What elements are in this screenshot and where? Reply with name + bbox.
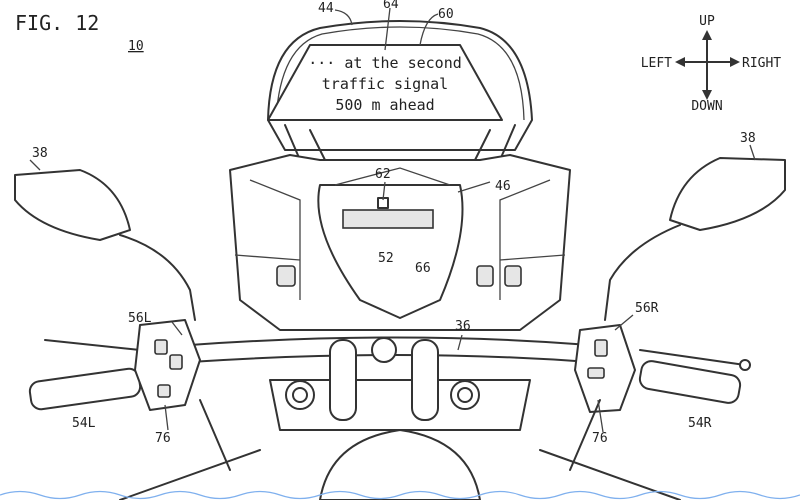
hud-message-line3: 500 m ahead — [335, 96, 434, 114]
ref-46: 46 — [495, 179, 511, 194]
ref-main: 10 — [128, 39, 144, 54]
switch-box-left[interactable] — [134, 319, 201, 411]
meter-display — [342, 209, 434, 229]
grip-left[interactable] — [28, 367, 142, 411]
ref-56L: 56L — [128, 311, 152, 326]
ref-62: 62 — [375, 167, 391, 182]
ref-36: 36 — [455, 319, 471, 334]
ref-44: 44 — [318, 1, 334, 16]
ref-64: 64 — [383, 0, 399, 12]
direction-arrows — [679, 34, 736, 96]
mirror-right — [669, 157, 786, 231]
ref-54L: 54L — [72, 416, 96, 431]
dir-up: UP — [699, 14, 715, 29]
dir-left: LEFT — [641, 56, 672, 71]
ref-56R: 56R — [635, 301, 659, 316]
dir-right: RIGHT — [742, 56, 781, 71]
grip-right[interactable] — [638, 360, 742, 405]
dir-down: DOWN — [691, 99, 722, 114]
ref-60: 60 — [438, 7, 454, 22]
ref-66: 66 — [415, 261, 431, 276]
ref-54R: 54R — [688, 416, 712, 431]
switch-box-right[interactable] — [574, 324, 636, 413]
ref-76-right: 76 — [592, 431, 608, 446]
mirror-left — [14, 169, 131, 241]
hud-message-line1: ··· at the second — [308, 54, 462, 72]
ref-52: 52 — [378, 251, 394, 266]
figure-title: FIG. 12 — [15, 11, 99, 35]
hud-display-area — [267, 44, 503, 121]
ref-76-left: 76 — [155, 431, 171, 446]
ref-38-right: 38 — [740, 131, 756, 146]
hud-message-line2: traffic signal — [322, 75, 448, 93]
ref-38-left: 38 — [32, 146, 48, 161]
